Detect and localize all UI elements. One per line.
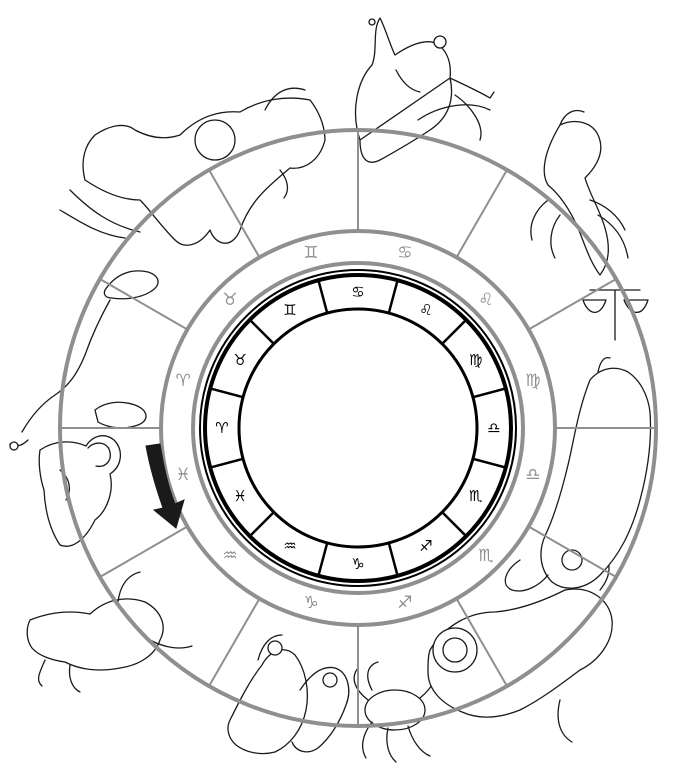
inner-sign-glyph-pisces: ♓ xyxy=(233,487,246,505)
inner-sign-glyph-scorpio: ♏ xyxy=(469,487,483,505)
twins-figure xyxy=(228,635,349,754)
middle-sign-glyph-pisces: ♓ xyxy=(176,465,191,485)
inner-sector-line xyxy=(250,512,274,536)
inner-sign-glyph-capricorn: ♑ xyxy=(351,555,364,573)
inner-sector-line xyxy=(210,388,243,397)
middle-sign-glyph-scorpio: ♏ xyxy=(478,546,493,566)
outer-sector-line xyxy=(209,599,260,686)
middle-sign-glyph-libra: ♎ xyxy=(525,465,540,485)
inner-sector-line xyxy=(473,388,506,397)
inner-sector-line xyxy=(442,320,466,344)
outer-sector-line xyxy=(457,170,508,257)
inner-sign-glyph-leo: ♌ xyxy=(419,301,432,319)
inner-sector-line xyxy=(250,320,274,344)
outer-sector-line xyxy=(100,527,187,578)
middle-sign-ring xyxy=(193,263,523,593)
middle-sign-glyph-capricorn: ♑ xyxy=(304,593,319,613)
inner-sector-line xyxy=(210,459,243,468)
inner-sign-ring xyxy=(200,270,516,586)
inner-sector-line xyxy=(389,280,398,313)
middle-sign-glyph-leo: ♌ xyxy=(478,290,493,310)
middle-sign-glyph-gemini: ♊ xyxy=(304,243,319,263)
inner-sector-line xyxy=(318,543,327,576)
inner-sector-line xyxy=(473,459,506,468)
inner-ring-sector-lines xyxy=(210,280,506,576)
scorpion-figure xyxy=(531,111,628,275)
archer-figure xyxy=(356,18,494,162)
inner-sign-glyph-taurus: ♉ xyxy=(233,351,246,369)
middle-sign-glyph-cancer: ♋ xyxy=(397,243,412,263)
fishes-figure xyxy=(10,271,158,450)
inner-sign-glyph-gemini: ♊ xyxy=(283,301,296,319)
inner-sign-glyph-virgo: ♍ xyxy=(469,351,482,369)
middle-sign-glyph-virgo: ♍ xyxy=(525,371,540,391)
middle-sign-glyph-sagittarius: ♐ xyxy=(397,593,412,613)
inner-sign-glyph-sagittarius: ♐ xyxy=(419,537,432,555)
crab-figure xyxy=(354,662,435,762)
middle-sign-glyph-aries: ♈ xyxy=(176,371,191,391)
inner-sign-glyph-cancer: ♋ xyxy=(351,283,364,301)
middle-sign-glyph-aquarius: ♒ xyxy=(222,546,237,566)
inner-sign-glyph-aries: ♈ xyxy=(215,419,228,437)
inner-sector-line xyxy=(442,512,466,536)
inner-sign-glyph-libra: ♎ xyxy=(487,419,500,437)
sea-goat-figure xyxy=(60,88,325,245)
middle-sign-glyph-taurus: ♉ xyxy=(222,290,237,310)
inner-sign-glyph-aquarius: ♒ xyxy=(283,537,296,555)
inner-sector-line xyxy=(389,543,398,576)
inner-sector-line xyxy=(318,280,327,313)
